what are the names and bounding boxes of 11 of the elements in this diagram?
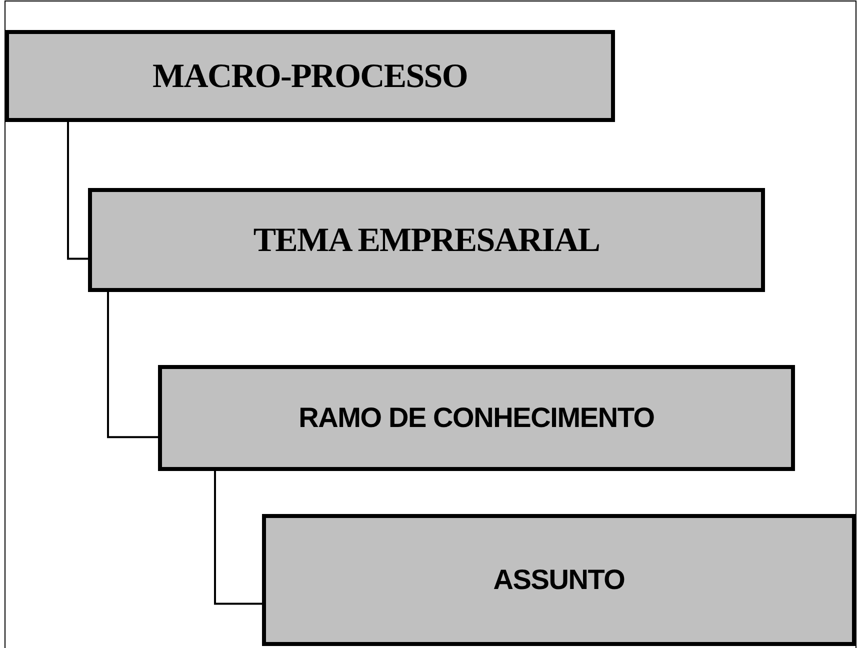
- box-label: TEMA EMPRESARIAL: [253, 220, 600, 260]
- connector-line: [67, 122, 88, 260]
- level-box: [262, 514, 856, 646]
- level-box: [158, 365, 795, 471]
- box-label: ASSUNTO: [493, 563, 625, 597]
- level-box: [88, 188, 765, 292]
- connector-line: [107, 292, 158, 438]
- connector-line: [214, 471, 262, 605]
- box-label: RAMO DE CONHECIMENTO: [298, 401, 654, 435]
- level-box: [5, 30, 615, 122]
- box-label: MACRO-PROCESSO: [152, 56, 468, 96]
